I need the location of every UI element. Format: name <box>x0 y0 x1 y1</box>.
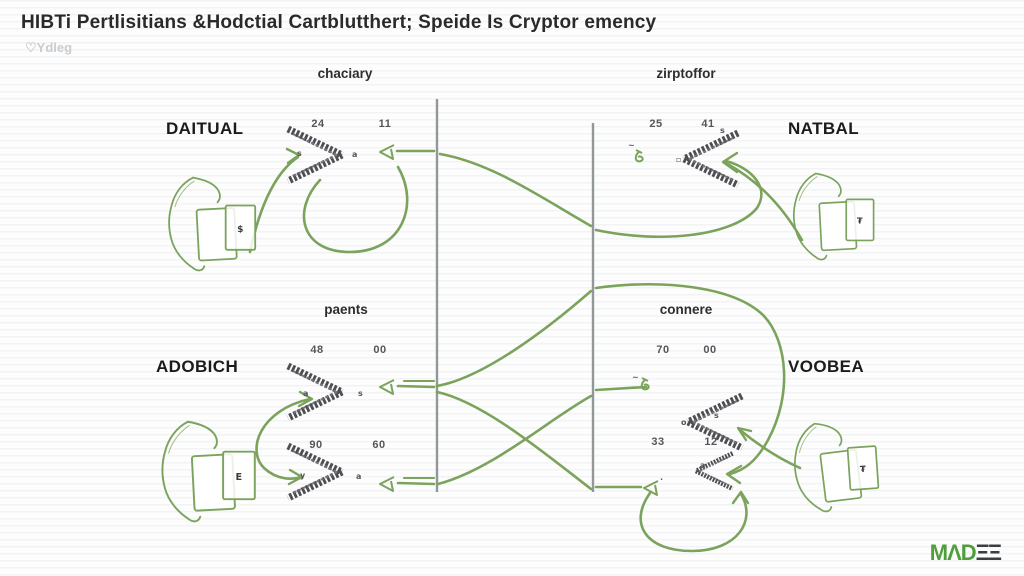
curve-hand-to-chevron-topleft <box>248 155 300 254</box>
scribble-mark: s <box>720 126 725 135</box>
entity-label-natbal: NATBAL <box>788 119 860 138</box>
arrowhead-icon <box>297 390 314 408</box>
arrowhead-icon <box>731 490 750 505</box>
curve-hand-to-chevron-topright <box>724 161 804 242</box>
value-label: 60 <box>372 439 386 451</box>
column-header-left: chaciary <box>317 66 373 81</box>
arrowhead-icon <box>725 464 743 485</box>
triangle-arrow-icons <box>379 144 659 496</box>
scribble-mark: · <box>660 475 663 484</box>
chevron-right-icon <box>286 362 344 422</box>
scribble-mark: y <box>300 471 306 480</box>
card-glyph: ₮ <box>860 465 867 475</box>
curve-bracket-adobich <box>255 397 312 480</box>
chevron-right-icon <box>286 442 344 502</box>
column-header-right: zirptoffor <box>656 66 716 81</box>
hand-card-icon: $ <box>168 176 257 272</box>
triangle-arrow-icon <box>643 480 659 496</box>
value-label: 33 <box>651 436 665 448</box>
scribble-mark: ~ <box>632 373 639 382</box>
watermark-text: ♡Ydleg <box>25 40 73 55</box>
triangle-arrow-icon <box>379 379 395 395</box>
wallet-icons: $ ₮ E ₮ <box>161 172 880 523</box>
entity-label-daitual: DAITUAL <box>166 119 244 138</box>
scribble-mark: s <box>358 389 363 398</box>
value-label: 00 <box>703 344 717 356</box>
value-label: 00 <box>373 344 387 356</box>
chevron-left-icon <box>686 392 744 452</box>
chevron-left-small-icon <box>694 451 734 491</box>
column-subheader-right: connere <box>659 302 713 317</box>
curve-long-sweep-right <box>594 283 786 476</box>
curve-cross-top <box>438 152 593 228</box>
value-label: 70 <box>656 344 670 356</box>
hand-card-icon: E <box>161 420 256 523</box>
hand-card-icon: ₮ <box>792 172 875 261</box>
page-title: HIBTi Pertlisitians &Hodctial Cartblutth… <box>21 12 657 33</box>
curve-hand-to-chevron-midright <box>738 428 802 470</box>
scribble-mark: ▫ <box>676 155 681 164</box>
curve-row2-feed <box>396 384 436 389</box>
triangle-arrow-icon <box>379 476 395 492</box>
scribble-mark: a <box>303 389 308 398</box>
scribble-mark: s <box>714 411 719 420</box>
arrowhead-icon <box>287 468 304 486</box>
scribble-mark: a <box>700 461 705 470</box>
chevron-icons <box>286 125 744 502</box>
value-label: 48 <box>310 344 324 356</box>
card-glyph: E <box>235 472 242 483</box>
arrowhead-icon <box>721 151 739 174</box>
arrowhead-icon <box>736 426 753 442</box>
squiggle-icon <box>640 377 650 391</box>
arrowhead-icon <box>285 147 301 165</box>
curve-row3-feed <box>396 481 436 486</box>
card-glyph: $ <box>237 225 243 235</box>
entity-label-adobich: ADOBICH <box>156 357 239 376</box>
card-glyph: ₮ <box>857 216 863 226</box>
entity-label-voobea: VOOBEA <box>788 357 865 376</box>
chevron-right-icon <box>286 125 344 185</box>
value-label: 11 <box>378 118 392 130</box>
scribble-mark: s <box>297 149 302 158</box>
curve-row-mid-right-feed <box>594 385 648 392</box>
column-subheader-left: paents <box>324 302 368 317</box>
value-label: 25 <box>649 118 663 130</box>
hand-card-icon: ₮ <box>793 422 880 513</box>
scribble-mark: o <box>681 418 687 427</box>
brand-logo-left: MΛD <box>929 540 977 565</box>
curve-loop-bottomright <box>639 491 748 553</box>
value-label: 41 <box>701 118 715 130</box>
value-label: 24 <box>311 118 325 130</box>
scribble-mark: ~ <box>628 141 635 150</box>
curve-cross-fall <box>435 390 593 491</box>
value-label: 90 <box>309 439 323 451</box>
scribble-marks: s a ▫ s a s y a o s a · ~ ~ <box>297 126 725 484</box>
value-label: 12 <box>704 436 718 448</box>
scribble-mark: a <box>356 472 361 481</box>
curve-hook-natbal <box>594 159 763 238</box>
chevron-left-icon <box>682 129 740 189</box>
curve-loop-topleft <box>302 165 409 254</box>
flow-curves <box>248 147 804 553</box>
brand-logo-right: ΞΞ <box>975 540 1002 565</box>
scribble-mark: a <box>352 150 357 159</box>
curve-cross-rise <box>435 289 593 388</box>
squiggle-icon <box>634 149 644 163</box>
triangle-arrow-icon <box>379 144 395 160</box>
curve-cross-rise2 <box>436 394 593 486</box>
brand-logo: MΛDΞΞ <box>929 540 1002 566</box>
